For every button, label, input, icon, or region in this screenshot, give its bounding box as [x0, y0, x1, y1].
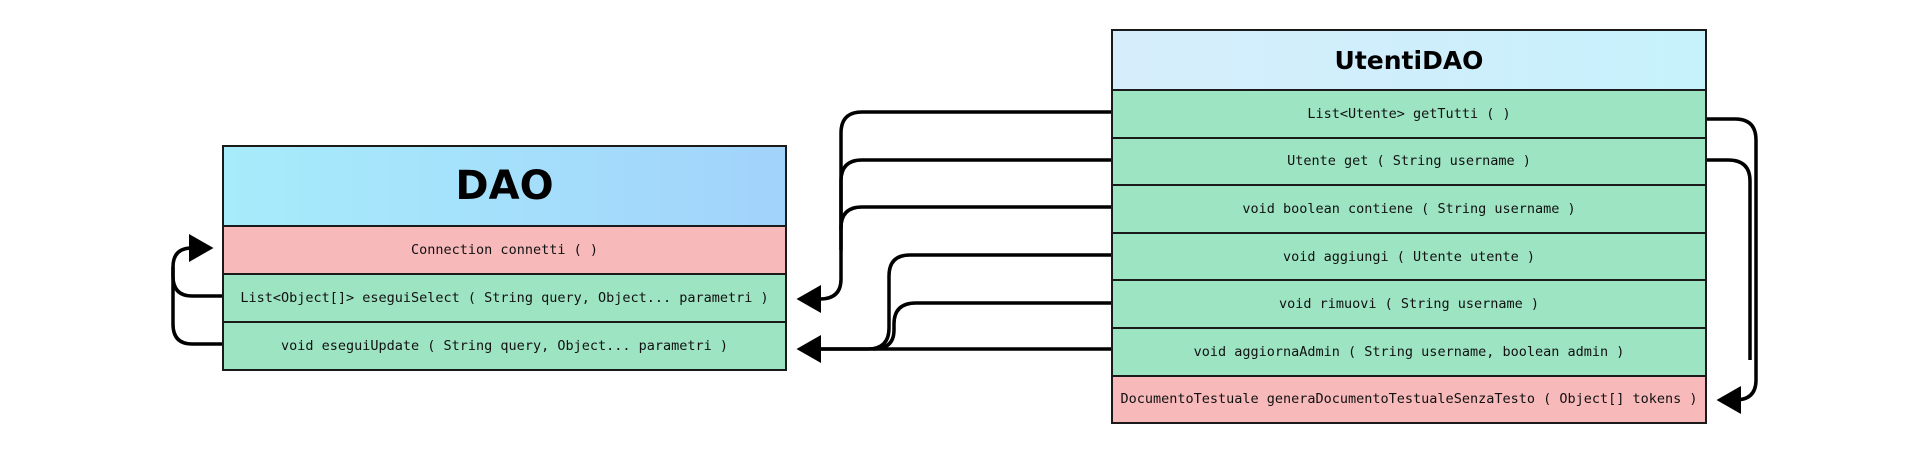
dao-method-connetti: Connection connetti ( ): [224, 225, 785, 273]
utentidao-method-aggiungi: void aggiungi ( Utente utente ): [1113, 231, 1705, 280]
utentidao-method-get: Utente get ( String username ): [1113, 136, 1705, 185]
arrow-get-to-genera: [1707, 158, 1752, 360]
dao-method-esegui-update: void eseguiUpdate ( String query, Object…: [224, 321, 785, 369]
utentidao-method-get-tutti: List<Utente> getTutti ( ): [1113, 89, 1705, 137]
dao-class-box: DAO Connection connetti ( ) List<Object[…: [222, 145, 787, 371]
arrow-rimuovi-to-update: [872, 301, 1111, 351]
dao-method-esegui-select: List<Object[]> eseguiSelect ( String que…: [224, 273, 785, 321]
utentidao-class-title: UtentiDAO: [1113, 31, 1705, 89]
utentidao-method-contiene: void boolean contiene ( String username …: [1113, 184, 1705, 232]
utentidao-method-rimuovi: void rimuovi ( String username ): [1113, 279, 1705, 327]
utentidao-method-aggiorna-admin: void aggiornaAdmin ( String username, bo…: [1113, 326, 1705, 375]
arrow-select-to-connetti: [171, 234, 222, 298]
arrow-update-to-connetti: [171, 267, 222, 346]
arrow-contiene-to-select: [839, 205, 1111, 250]
utentidao-method-genera-documento: DocumentoTestuale generaDocumentoTestual…: [1113, 374, 1705, 423]
dao-class-title: DAO: [224, 147, 785, 225]
arrow-get-to-select: [839, 158, 1111, 230]
arrow-gettutti-to-genera: [1707, 117, 1758, 414]
utentidao-class-box: UtentiDAO List<Utente> getTutti ( ) Uten…: [1111, 29, 1707, 425]
